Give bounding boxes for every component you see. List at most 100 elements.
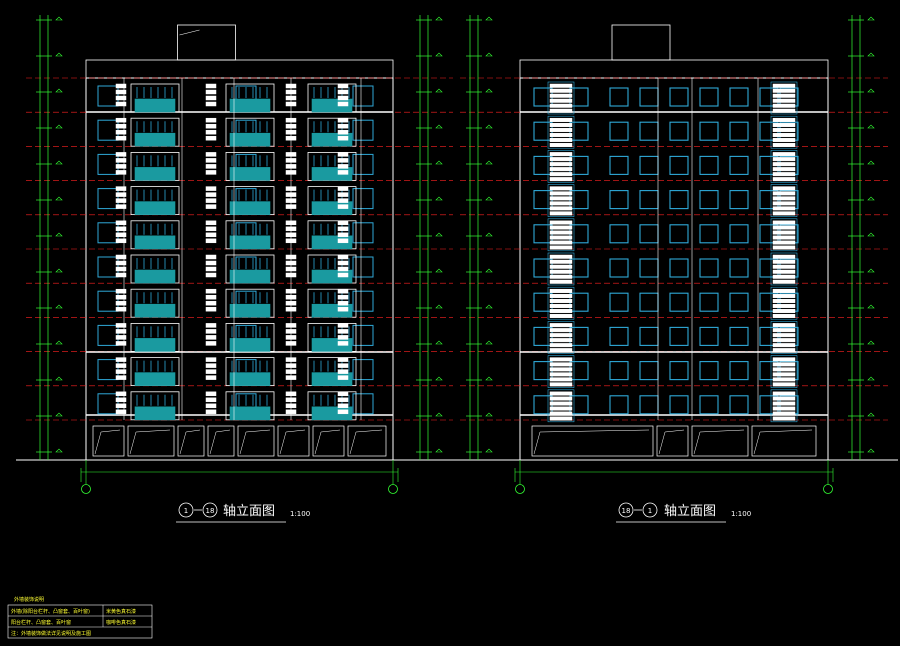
level-symbol	[867, 232, 875, 237]
louver-slat	[772, 279, 796, 284]
window	[533, 292, 553, 312]
louver-frame	[547, 218, 575, 252]
louver-slat	[549, 269, 573, 274]
louver-slat	[772, 362, 796, 367]
louver-slat	[772, 122, 796, 127]
louver-slat	[337, 123, 349, 129]
louver-slat	[115, 152, 127, 157]
level-symbol	[867, 196, 875, 201]
louver-slat	[772, 274, 796, 279]
level-symbol	[55, 412, 63, 417]
louver-slat	[772, 132, 796, 137]
window	[699, 292, 719, 312]
louver-slat	[115, 198, 127, 203]
louver-slat	[549, 367, 573, 372]
window	[669, 326, 689, 346]
louver-slat	[772, 152, 796, 157]
louver-slat	[772, 157, 796, 162]
louver-slat	[549, 396, 573, 401]
louver-slat	[205, 329, 217, 334]
window	[97, 188, 119, 210]
axis-bubble-start	[178, 502, 194, 518]
window	[639, 121, 659, 141]
window	[609, 361, 629, 381]
storefront-glazing	[539, 429, 650, 433]
axis-marker	[81, 484, 91, 494]
window	[729, 121, 749, 141]
louver-slat	[115, 357, 127, 362]
window	[569, 155, 589, 175]
balcony-railing	[229, 303, 271, 318]
louver-slat	[549, 362, 573, 367]
louver-slat	[772, 377, 796, 382]
level-symbol	[485, 376, 493, 381]
storefront-glazing	[129, 431, 137, 455]
balcony-railing	[134, 235, 176, 250]
window	[609, 121, 629, 141]
louver-slat	[337, 363, 349, 368]
window	[569, 326, 589, 346]
louver-slat	[115, 403, 127, 409]
louver-slat	[772, 254, 796, 259]
drawing-linework	[16, 15, 898, 494]
axis-start-label: 1	[184, 507, 188, 515]
notes-frame	[7, 604, 153, 639]
window	[639, 326, 659, 346]
louver-slat	[115, 170, 127, 175]
axis-marker	[823, 484, 833, 494]
balcony-railing	[229, 132, 271, 147]
louver-frame	[770, 81, 798, 115]
window	[639, 190, 659, 210]
louver-slat	[549, 259, 573, 264]
window	[533, 155, 553, 175]
louver-slat	[205, 391, 217, 397]
louver-slat	[337, 294, 349, 300]
window	[729, 395, 749, 415]
window	[669, 190, 689, 210]
window	[533, 395, 553, 415]
louver-slat	[115, 204, 127, 209]
louver-slat	[205, 89, 217, 95]
louver-slat	[772, 288, 796, 293]
level-symbol	[55, 232, 63, 237]
level-symbol	[485, 268, 493, 273]
louver-slat	[205, 123, 217, 129]
louver-slat	[205, 323, 217, 328]
window	[639, 224, 659, 244]
window	[533, 121, 553, 141]
louver-slat	[549, 220, 573, 225]
louver-slat	[549, 122, 573, 127]
balcony-railing	[134, 406, 176, 421]
louver-slat	[337, 341, 349, 346]
window	[699, 190, 719, 210]
window	[699, 326, 719, 346]
louver-slat	[549, 108, 573, 113]
louver-slat	[115, 294, 127, 300]
louver-slat	[115, 158, 127, 163]
window	[352, 85, 374, 107]
storefront-glazing	[320, 429, 341, 433]
louver-slat	[772, 196, 796, 201]
louver-frame	[770, 218, 798, 252]
window	[669, 258, 689, 278]
level-symbol	[435, 412, 443, 417]
notes-row2-right: 咖啡色真石漆	[106, 619, 136, 626]
louver-slat	[772, 308, 796, 313]
level-symbol	[435, 16, 443, 21]
window	[639, 155, 659, 175]
axis-marker	[515, 484, 525, 494]
louver-slat	[205, 101, 217, 107]
level-symbol	[867, 52, 875, 57]
balcony-railing	[134, 201, 176, 215]
louver-slat	[549, 288, 573, 293]
louver-frame	[547, 81, 575, 115]
louver-slat	[337, 369, 349, 374]
level-symbol	[485, 160, 493, 165]
louver-slat	[205, 164, 217, 169]
storefront-panel	[127, 425, 175, 457]
level-symbol	[485, 52, 493, 57]
louver-slat	[337, 391, 349, 397]
axis-bubble-start	[618, 502, 634, 518]
louver-frame	[770, 115, 798, 149]
